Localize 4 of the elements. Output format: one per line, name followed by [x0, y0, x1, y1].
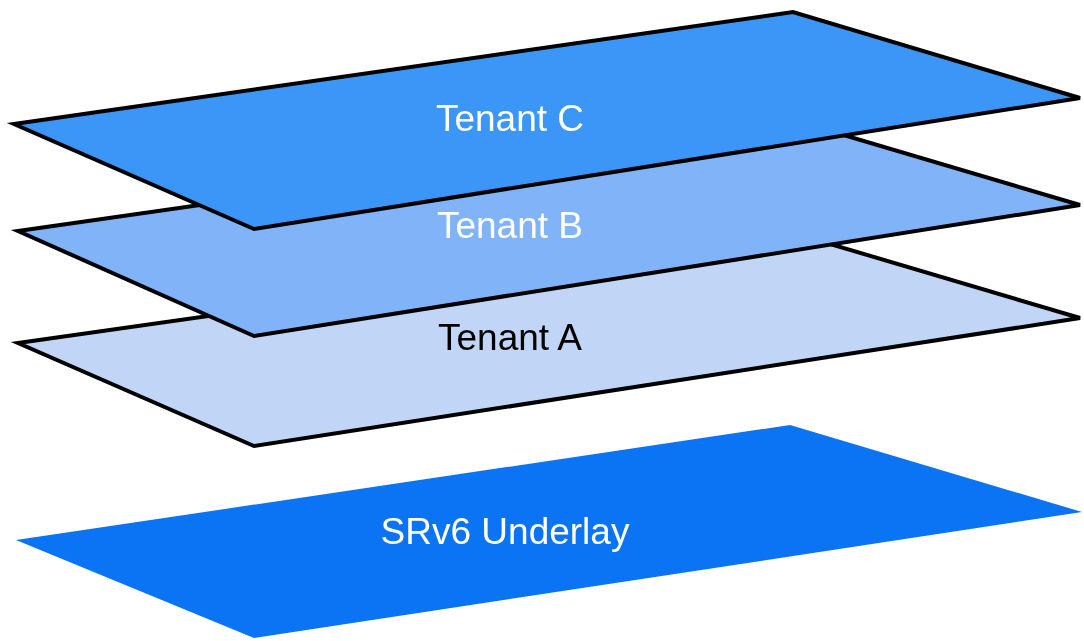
layer-label: SRv6 Underlay	[380, 511, 630, 553]
layer-label: Tenant A	[438, 317, 582, 359]
layer-label: Tenant C	[435, 98, 585, 140]
layer-label: Tenant B	[436, 205, 584, 247]
